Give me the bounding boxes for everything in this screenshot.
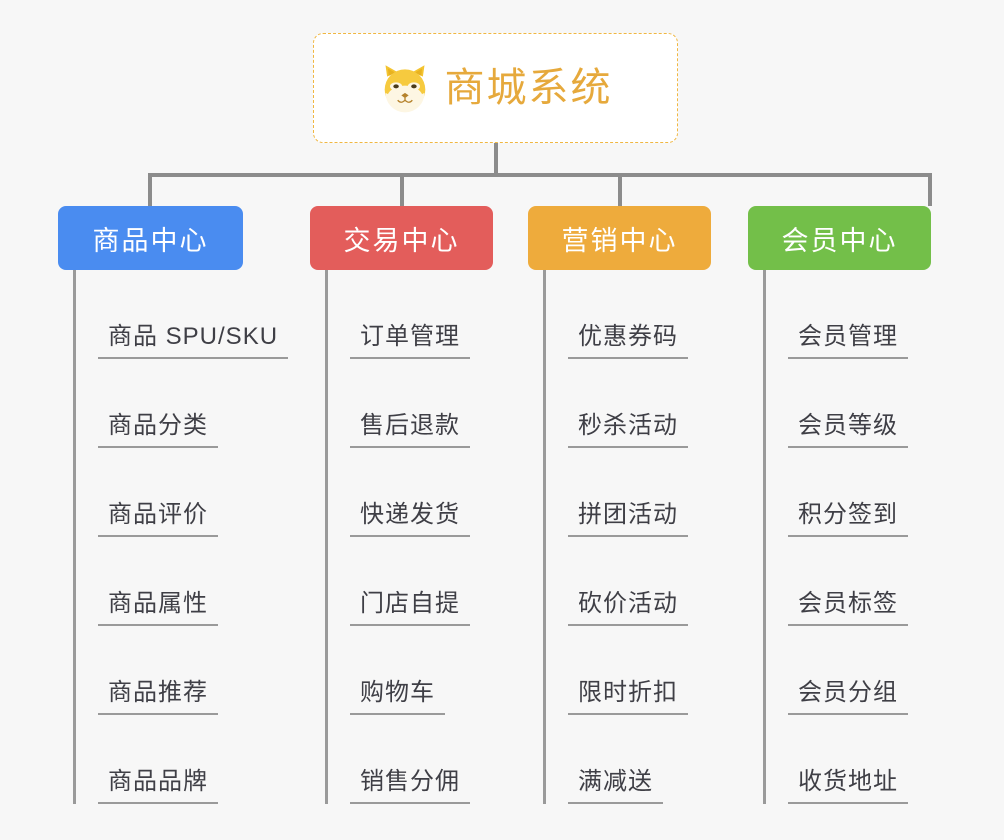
list-item-label: 限时折扣: [568, 679, 688, 715]
list-item-label: 订单管理: [350, 323, 470, 359]
shiba-dog-face-icon: [379, 62, 431, 114]
list-item-label: 销售分佣: [350, 768, 470, 804]
list-item-label: 商品 SPU/SKU: [98, 323, 289, 359]
list-item[interactable]: 秒杀活动: [568, 359, 711, 448]
list-item-label: 拼团活动: [568, 501, 688, 537]
list-item[interactable]: 售后退款: [350, 359, 493, 448]
list-item-label: 砍价活动: [568, 590, 688, 626]
branch-items-4: 会员管理 会员等级 积分签到 会员标签 会员分组 收货地址: [763, 270, 931, 804]
list-item-label: 门店自提: [350, 590, 470, 626]
list-item[interactable]: 销售分佣: [350, 715, 493, 804]
list-item-label: 商品属性: [98, 590, 218, 626]
connector-drop-1: [148, 173, 152, 206]
list-item-label: 优惠券码: [568, 323, 688, 359]
list-item-label: 会员分组: [788, 679, 908, 715]
branch-column-1: 商品中心 商品 SPU/SKU 商品分类 商品评价 商品属性 商品推荐 商品品牌: [58, 206, 289, 804]
list-item-label: 商品推荐: [98, 679, 218, 715]
list-item[interactable]: 会员标签: [788, 537, 931, 626]
list-item-label: 会员等级: [788, 412, 908, 448]
list-item-label: 积分签到: [788, 501, 908, 537]
connector-drop-2: [400, 173, 404, 206]
branch-column-2: 交易中心 订单管理 售后退款 快递发货 门店自提 购物车 销售分佣: [310, 206, 493, 804]
branch-header-4[interactable]: 会员中心: [748, 206, 931, 270]
root-title: 商城系统: [444, 66, 613, 110]
connector-drop-3: [618, 173, 622, 206]
list-item-label: 商品分类: [98, 412, 218, 448]
connector-drop-4: [928, 173, 932, 206]
list-item[interactable]: 优惠券码: [568, 270, 711, 359]
list-item[interactable]: 收货地址: [788, 715, 931, 804]
list-item-label: 商品品牌: [98, 768, 218, 804]
branch-column-4: 会员中心 会员管理 会员等级 积分签到 会员标签 会员分组 收货地址: [748, 206, 931, 804]
connector-horizontal-bus: [148, 173, 932, 177]
branch-header-3[interactable]: 营销中心: [528, 206, 711, 270]
list-item[interactable]: 快递发货: [350, 448, 493, 537]
branch-items-1: 商品 SPU/SKU 商品分类 商品评价 商品属性 商品推荐 商品品牌: [73, 270, 289, 804]
list-item-label: 购物车: [350, 679, 445, 715]
branch-column-3: 营销中心 优惠券码 秒杀活动 拼团活动 砍价活动 限时折扣 满减送: [528, 206, 711, 804]
list-item[interactable]: 商品推荐: [98, 626, 243, 715]
branch-header-1[interactable]: 商品中心: [58, 206, 243, 270]
list-item[interactable]: 会员分组: [788, 626, 931, 715]
list-item[interactable]: 拼团活动: [568, 448, 711, 537]
root-node-mall-system[interactable]: 商城系统: [313, 33, 678, 143]
branch-items-2: 订单管理 售后退款 快递发货 门店自提 购物车 销售分佣: [325, 270, 493, 804]
list-item[interactable]: 商品属性: [98, 537, 243, 626]
list-item-label: 快递发货: [350, 501, 470, 537]
list-item[interactable]: 商品 SPU/SKU: [98, 270, 289, 359]
branch-header-2[interactable]: 交易中心: [310, 206, 493, 270]
list-item[interactable]: 门店自提: [350, 537, 493, 626]
list-item[interactable]: 商品分类: [98, 359, 243, 448]
branch-items-3: 优惠券码 秒杀活动 拼团活动 砍价活动 限时折扣 满减送: [543, 270, 711, 804]
list-item-label: 满减送: [568, 768, 663, 804]
list-item[interactable]: 购物车: [350, 626, 493, 715]
list-item[interactable]: 砍价活动: [568, 537, 711, 626]
list-item[interactable]: 订单管理: [350, 270, 493, 359]
list-item[interactable]: 积分签到: [788, 448, 931, 537]
list-item[interactable]: 商品评价: [98, 448, 243, 537]
list-item[interactable]: 商品品牌: [98, 715, 243, 804]
list-item-label: 售后退款: [350, 412, 470, 448]
list-item-label: 商品评价: [98, 501, 218, 537]
list-item[interactable]: 满减送: [568, 715, 711, 804]
list-item-label: 会员管理: [788, 323, 908, 359]
list-item-label: 会员标签: [788, 590, 908, 626]
list-item-label: 收货地址: [788, 768, 908, 804]
list-item[interactable]: 会员管理: [788, 270, 931, 359]
list-item[interactable]: 限时折扣: [568, 626, 711, 715]
connector-root-stub: [494, 143, 498, 176]
list-item[interactable]: 会员等级: [788, 359, 931, 448]
list-item-label: 秒杀活动: [568, 412, 688, 448]
